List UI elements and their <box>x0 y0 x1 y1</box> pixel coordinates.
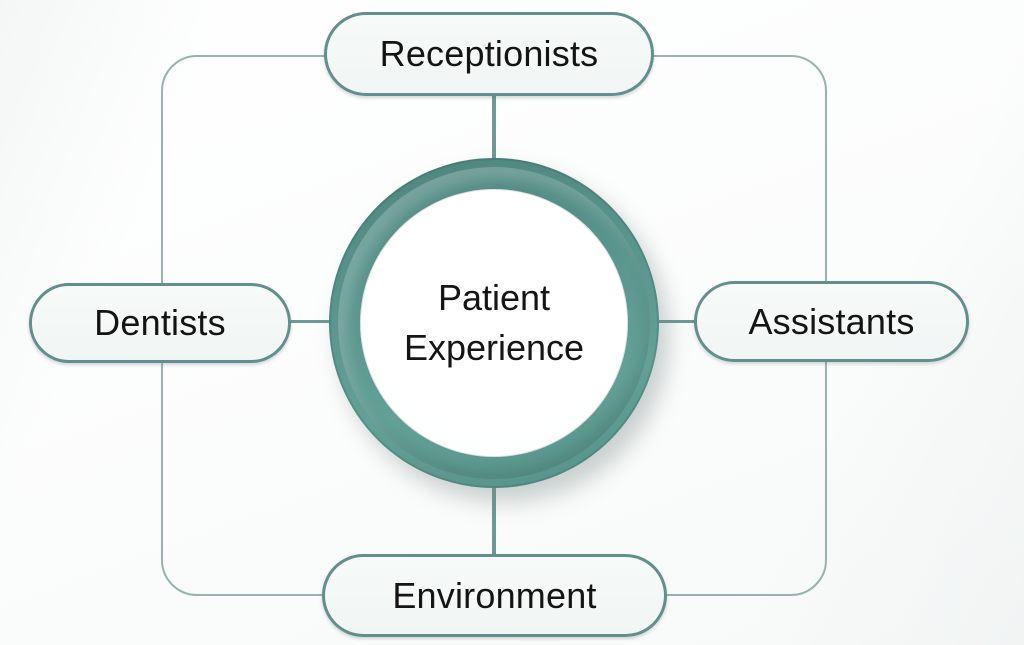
center-node: Patient Experience <box>360 189 628 457</box>
node-assistants-label: Assistants <box>748 300 915 342</box>
center-label-line1: Patient <box>437 277 551 318</box>
node-dentists: Dentists <box>29 283 291 363</box>
node-dentists-label: Dentists <box>94 302 226 343</box>
node-environment: Environment <box>322 554 667 637</box>
center-node-label: Patient Experience <box>404 273 584 373</box>
node-receptionists-label: Receptionists <box>379 33 599 74</box>
connector-center-to-assistants <box>654 320 698 323</box>
center-label-line2: Experience <box>403 327 585 368</box>
node-receptionists: Receptionists <box>324 12 654 96</box>
center-node-ring: Patient Experience <box>329 158 659 488</box>
connector-center-to-receptionists <box>492 94 496 164</box>
connector-center-to-dentists <box>286 320 336 323</box>
node-environment-label: Environment <box>392 574 597 616</box>
connector-center-to-environment <box>492 482 496 558</box>
node-assistants: Assistants <box>694 281 969 362</box>
